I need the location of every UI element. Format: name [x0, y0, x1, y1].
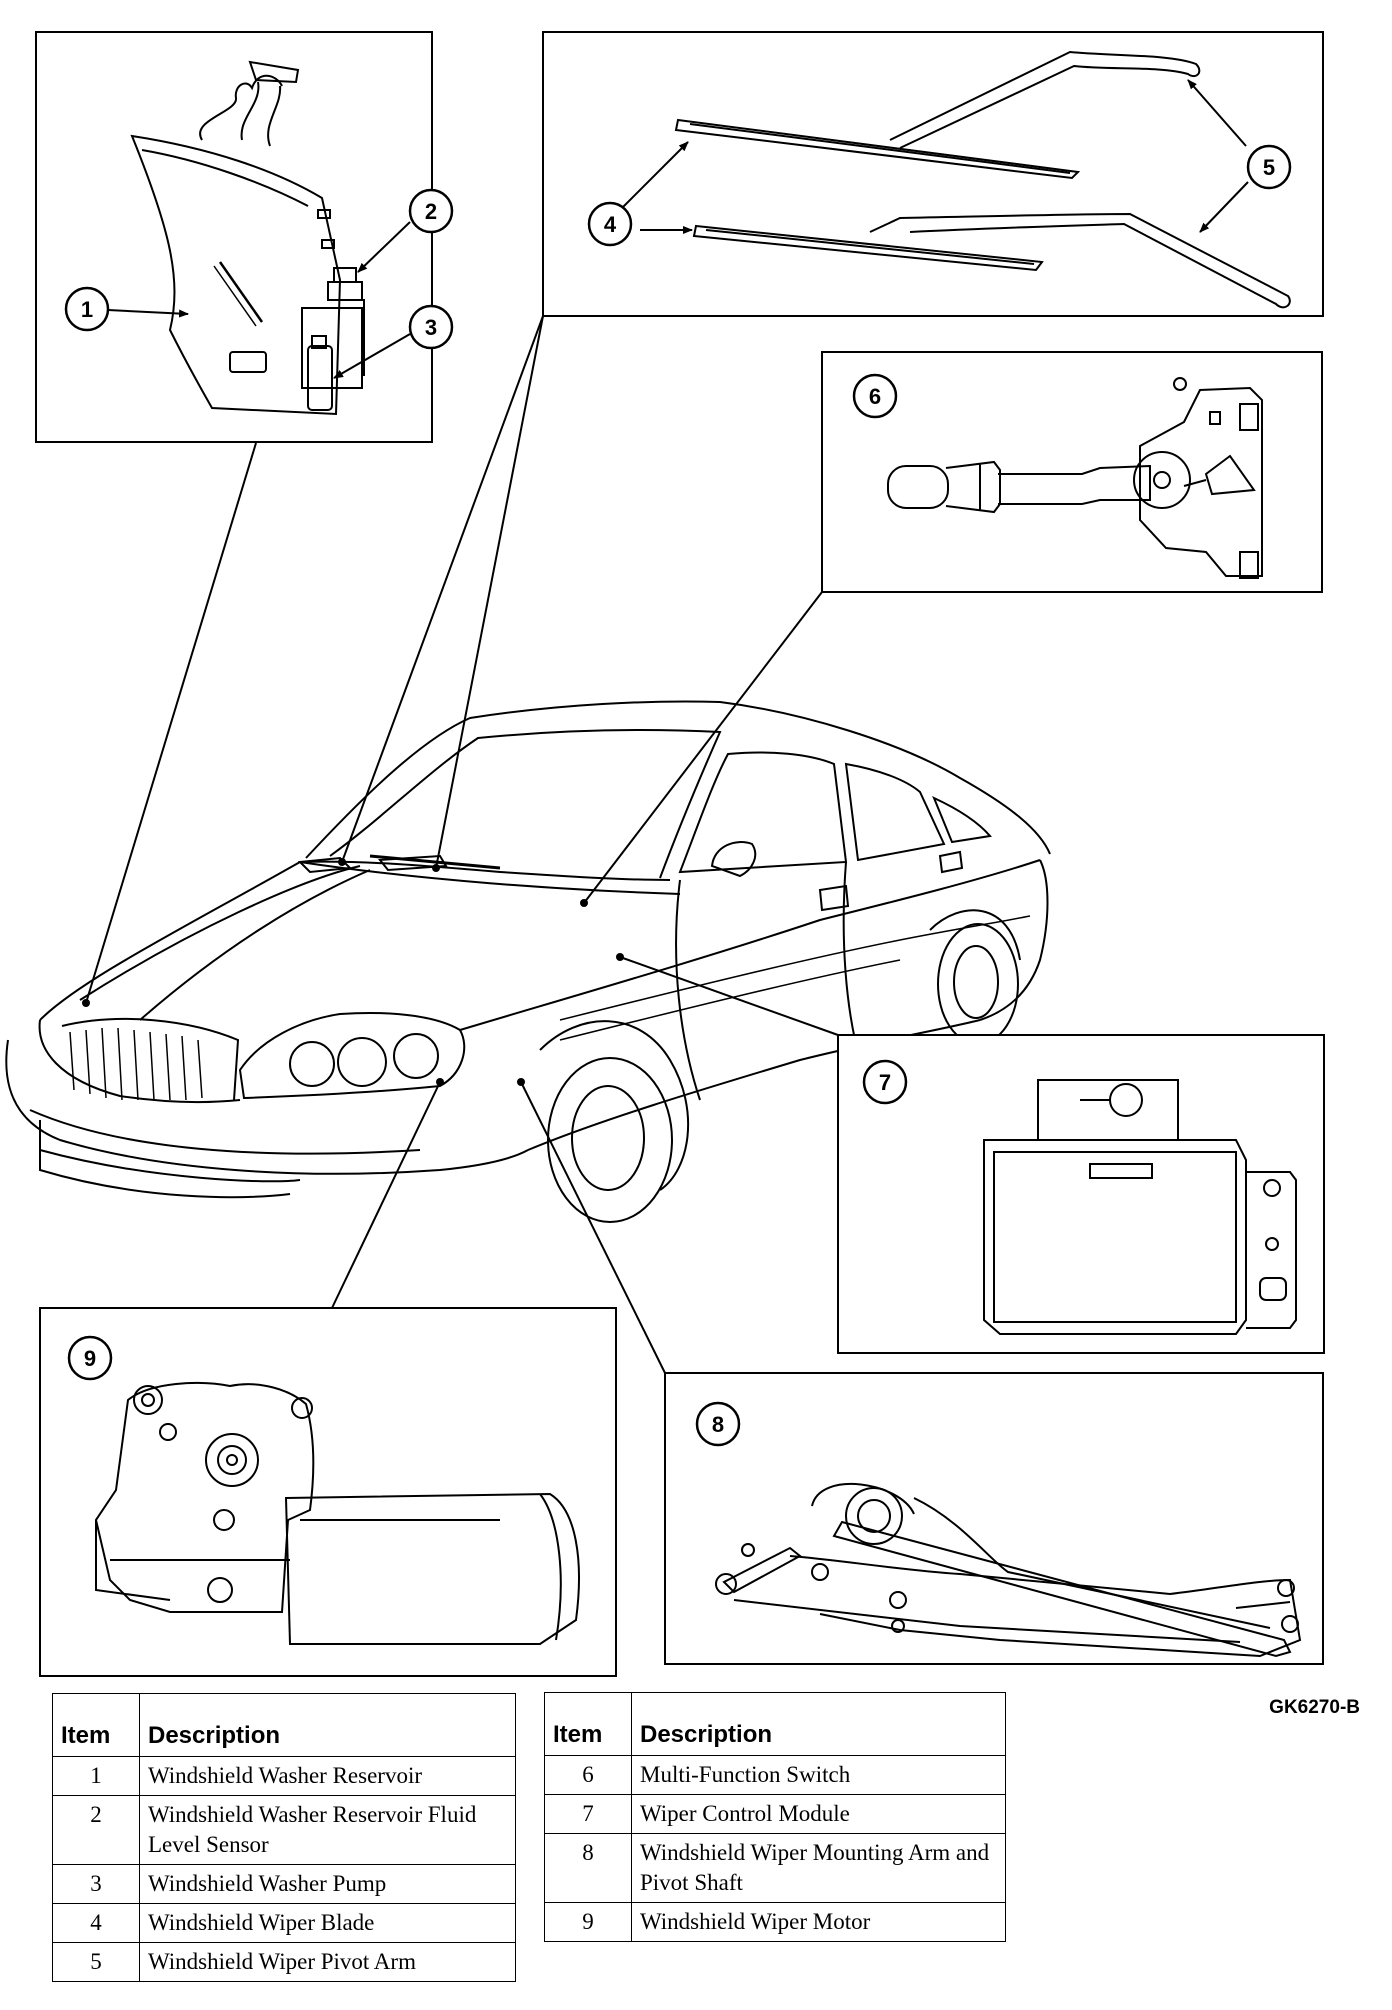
- item-description: Windshield Wiper Pivot Arm: [139, 1942, 516, 1982]
- item-description: Windshield Washer Pump: [139, 1864, 516, 1904]
- leader-line-4b: [435, 315, 544, 869]
- leader-line-8: [520, 1081, 666, 1374]
- callout-1: 1: [64, 286, 110, 332]
- leader-line-1: [85, 442, 257, 1004]
- wiper-arm-lower: [869, 212, 1291, 309]
- legend-row: 5 Windshield Wiper Pivot Arm: [52, 1942, 516, 1982]
- legend-row: 6 Multi-Function Switch: [544, 1755, 1006, 1795]
- legend-row: 4 Windshield Wiper Blade: [52, 1903, 516, 1943]
- header-description: Description: [631, 1692, 1006, 1756]
- header-description: Description: [139, 1693, 516, 1757]
- panel-wiper-blades: [542, 31, 1324, 317]
- panel-wiper-motor: [39, 1307, 617, 1677]
- callout-4: 4: [587, 201, 633, 247]
- panel-wiper-control-module: [837, 1034, 1325, 1354]
- panel-multi-function-switch: [821, 351, 1323, 593]
- leader-line-7: [619, 956, 839, 1036]
- item-number: 2: [52, 1795, 140, 1865]
- legend-row: 3 Windshield Washer Pump: [52, 1864, 516, 1904]
- legend-header-row: Item Description: [52, 1693, 516, 1757]
- item-description: Windshield Wiper Motor: [631, 1902, 1006, 1942]
- legend-row: 7 Wiper Control Module: [544, 1794, 1006, 1834]
- reservoir-tank: [130, 134, 342, 416]
- item-number: 1: [52, 1756, 140, 1796]
- callout-3: 3: [408, 304, 454, 350]
- svg-text:9: 9: [84, 1346, 96, 1371]
- header-item: Item: [52, 1693, 140, 1757]
- callout-6: 6: [852, 373, 898, 419]
- legend-row: 1 Windshield Washer Reservoir: [52, 1756, 516, 1796]
- wiper-arm-upper: [889, 50, 1201, 149]
- item-number: 8: [544, 1833, 632, 1903]
- leader-line-6: [583, 591, 823, 904]
- callout-9: 9: [67, 1335, 113, 1381]
- car-body: [5, 700, 1051, 1223]
- svg-text:1: 1: [81, 297, 93, 322]
- svg-text:4: 4: [604, 212, 617, 237]
- wiper-blade-lower: [692, 224, 1044, 272]
- item-number: 7: [544, 1794, 632, 1834]
- svg-text:6: 6: [869, 384, 881, 409]
- panel-washer-reservoir: [35, 31, 433, 443]
- item-number: 4: [52, 1903, 140, 1943]
- leader-line-4a: [341, 315, 544, 863]
- item-description: Windshield Wiper Blade: [139, 1903, 516, 1943]
- wiper-blade-upper: [674, 118, 1081, 180]
- svg-text:8: 8: [712, 1412, 724, 1437]
- callout-8: 8: [695, 1401, 741, 1447]
- item-description: Wiper Control Module: [631, 1794, 1006, 1834]
- item-number: 3: [52, 1864, 140, 1904]
- legend-table-right: Item Description 6 Multi-Function Switch…: [544, 1692, 1006, 1942]
- callout-7: 7: [862, 1059, 908, 1105]
- svg-text:5: 5: [1263, 155, 1275, 180]
- legend-row: 8 Windshield Wiper Mounting Arm and Pivo…: [544, 1833, 1006, 1903]
- item-number: 5: [52, 1942, 140, 1982]
- legend-table-left: Item Description 1 Windshield Washer Res…: [52, 1693, 516, 1982]
- item-description: Windshield Wiper Mounting Arm and Pivot …: [631, 1833, 1006, 1903]
- legend-row: 9 Windshield Wiper Motor: [544, 1902, 1006, 1942]
- item-description: Windshield Washer Reservoir Fluid Level …: [139, 1795, 516, 1865]
- header-item: Item: [544, 1692, 632, 1756]
- item-number: 9: [544, 1902, 632, 1942]
- svg-text:7: 7: [879, 1070, 891, 1095]
- item-description: Windshield Washer Reservoir: [139, 1756, 516, 1796]
- callout-5: 5: [1246, 144, 1292, 190]
- figure-reference: GK6270-B: [1269, 1697, 1360, 1718]
- legend-header-row: Item Description: [544, 1692, 1006, 1756]
- svg-text:3: 3: [425, 315, 437, 340]
- item-number: 6: [544, 1755, 632, 1795]
- legend-row: 2 Windshield Washer Reservoir Fluid Leve…: [52, 1795, 516, 1865]
- leader-line-9: [331, 1081, 441, 1309]
- callout-2: 2: [408, 188, 454, 234]
- item-description: Multi-Function Switch: [631, 1755, 1006, 1795]
- svg-text:2: 2: [425, 199, 437, 224]
- panel-wiper-linkage: [664, 1372, 1324, 1665]
